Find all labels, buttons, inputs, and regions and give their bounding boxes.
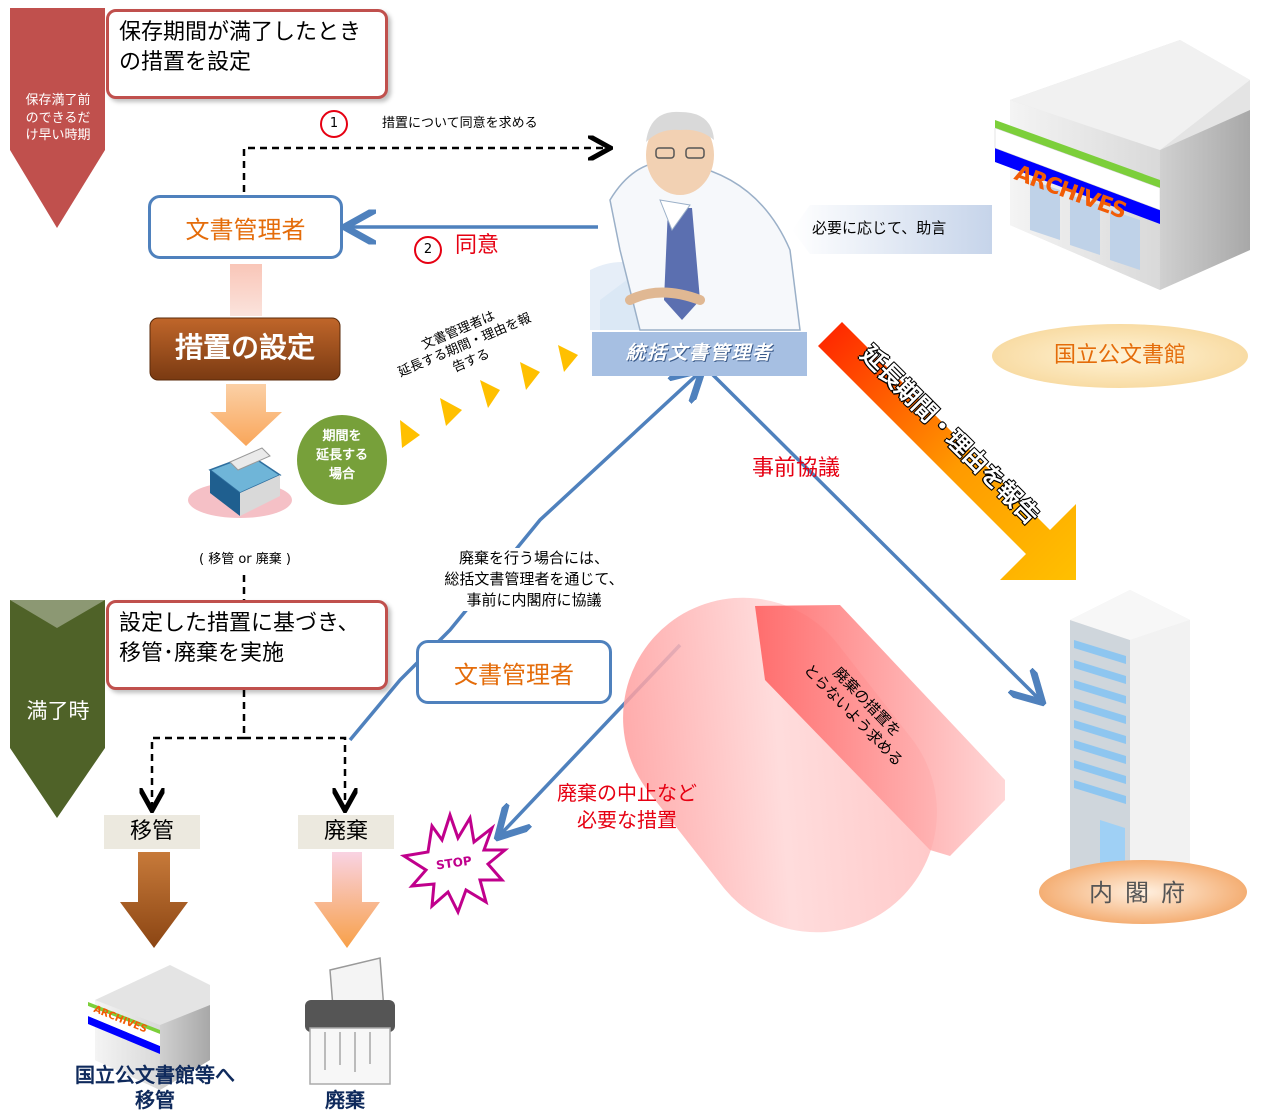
archives-building-top	[994, 40, 1250, 290]
stop-measure-text: 廃棄の中止など 必要な措置	[557, 781, 697, 832]
dashed-connector-bottom	[152, 690, 246, 808]
transfer-label: 移管	[104, 815, 200, 849]
national-archives-ellipse	[992, 324, 1248, 388]
measure-setting-label: 措置の設定	[174, 331, 315, 364]
extend-circle-bg	[297, 415, 387, 505]
general-manager-label: 統括文書管理者	[625, 342, 773, 364]
report-banner-arrow	[818, 322, 1076, 580]
dispose-down-arrow	[314, 852, 380, 948]
cabinet-office-building	[1070, 590, 1190, 900]
phase-bottom-box-text: 設定した措置に基づき、 移管･廃棄を実施	[119, 611, 360, 666]
records-manager-label-2: 文書管理者	[454, 660, 574, 689]
records-manager-box: 文書管理者	[148, 195, 343, 259]
cabinet-office-ellipse	[1039, 860, 1247, 924]
step2-number-circle: 2	[414, 236, 442, 264]
request-ribbon	[755, 605, 1005, 856]
phase-top-box-text: 保存期間が満了したとき の措置を設定	[119, 20, 362, 75]
general-manager-illustration	[590, 111, 801, 331]
brown-down-arrow	[120, 852, 188, 948]
gold-triangles	[400, 345, 578, 448]
advice-box-bg	[792, 205, 992, 254]
phase-arrow-bottom	[10, 600, 105, 818]
extend-circle-text: 期間を 延長する 場合	[315, 429, 368, 482]
prior-consult-arrow	[708, 370, 1040, 700]
national-archives-label: 国立公文書館	[1053, 343, 1186, 368]
step2-text: 同意	[455, 233, 500, 258]
advice-text: 必要に応じて、助言	[812, 219, 947, 237]
step1-number: 1	[329, 116, 339, 131]
step1-text: 措置について同意を求める	[382, 116, 538, 131]
archives-building-bottom	[88, 965, 210, 1090]
blue-line-to-general	[348, 372, 700, 742]
prior-consult-text: 事前協議	[752, 456, 841, 481]
disposal-note: 廃棄を行う場合には、 総括文書管理者を通じて、 事前に内閣府に協議	[418, 548, 650, 611]
general-manager-label-bg	[592, 332, 807, 376]
shredder-icon	[305, 957, 395, 1085]
orange-down-arrow	[210, 384, 282, 446]
stop-sign-shape	[399, 810, 510, 916]
measure-setting-bg	[149, 317, 341, 381]
records-manager-label: 文書管理者	[185, 215, 306, 244]
dispose-label: 廃棄	[298, 815, 394, 849]
phase-top-timing: 保存満了前 のできるだ け早い時期	[25, 93, 91, 144]
book-icon	[188, 447, 292, 518]
pink-down-arrow	[230, 264, 262, 316]
step1-number-circle: 1	[320, 110, 348, 138]
bottom-dispose-text: 廃棄	[325, 1088, 365, 1112]
phase-bottom-box: 設定した措置に基づき、 移管･廃棄を実施	[106, 600, 388, 690]
phase-arrow-top	[10, 8, 105, 228]
transfer-or-dispose-text: ( 移管 or 廃棄 )	[199, 552, 291, 567]
step2-number: 2	[423, 242, 433, 257]
dashed-connector-step1	[242, 148, 608, 192]
phase-top-box: 保存期間が満了したとき の措置を設定	[106, 9, 388, 99]
cabinet-office-label: 内閣府	[1089, 879, 1197, 907]
bottom-transfer-text: 国立公文書館等へ 移管	[75, 1063, 235, 1112]
records-manager-box-2: 文書管理者	[416, 640, 612, 704]
phase-bottom-timing: 満了時	[26, 699, 90, 723]
